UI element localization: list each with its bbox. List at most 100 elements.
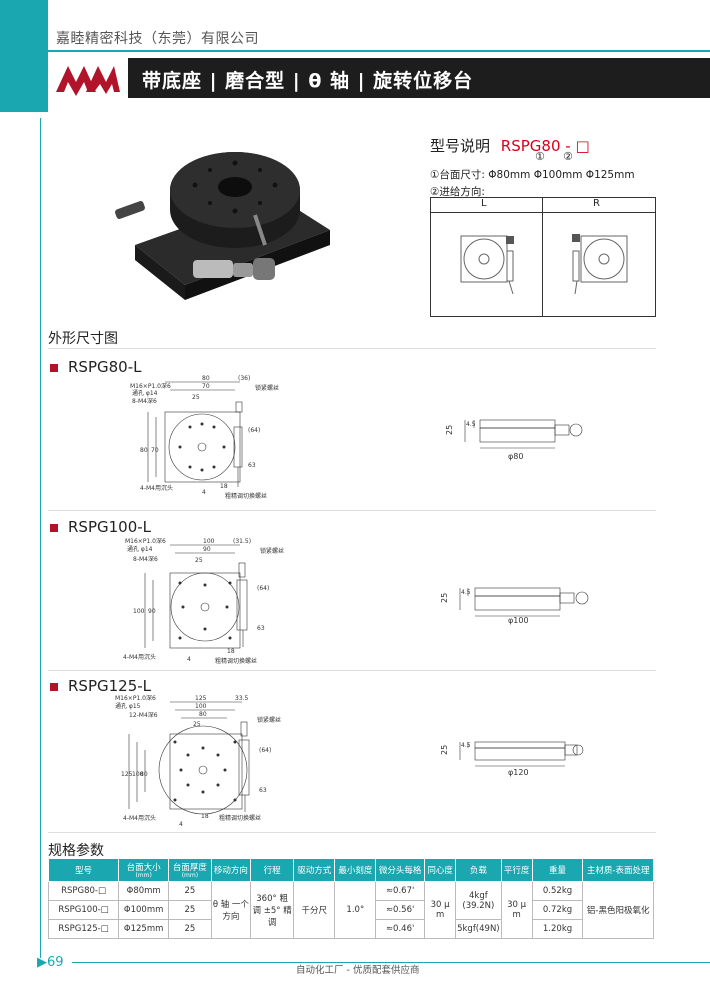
- title-bar: [128, 58, 710, 98]
- outline-section-title: 外形尺寸图: [48, 331, 118, 347]
- page-title: 带底座 | 磨合型 | θ 轴 | 旋转位移台: [142, 70, 474, 92]
- dim-s1: 18: [201, 813, 209, 820]
- direction-left-label: L: [481, 198, 487, 209]
- label-tap: 8-M4深6: [132, 397, 157, 405]
- section-divider: [48, 348, 656, 349]
- cell-load: 4kgf (39.2N): [455, 881, 502, 920]
- page-number: ▶69: [37, 955, 64, 970]
- dim-r2: 63: [259, 787, 267, 794]
- dim-r2: 63: [257, 625, 265, 632]
- dim-side-h: 25: [440, 745, 449, 755]
- col-header: 型号: [47, 858, 120, 882]
- dim-side-h2: 4.5: [461, 589, 471, 596]
- cell-material: 铝-黑色阳极氧化: [582, 881, 654, 939]
- dim-side-d: φ120: [508, 768, 529, 777]
- col-header: 台面厚度(mm): [168, 858, 212, 882]
- label-hole: 通孔 φ15: [115, 702, 141, 710]
- dim-s2: 4: [187, 656, 191, 663]
- brand-logo: [48, 56, 122, 100]
- cell-min-scale: 1.0°: [334, 881, 377, 939]
- spec-section-title: 规格参数: [48, 843, 104, 859]
- cell-size: Φ100mm: [118, 900, 170, 920]
- cell-model: RSPG100-□: [47, 900, 120, 920]
- drawing-title: RSPG100-L: [50, 518, 151, 536]
- table-size-line: ①台面尺寸: Φ80mm Φ100mm Φ125mm: [430, 169, 635, 181]
- dim-offset: 33.5: [235, 695, 249, 702]
- footer-divider: [72, 962, 710, 963]
- dim-pitch: 25: [193, 721, 201, 728]
- cell-micro: ≈0.46': [375, 919, 426, 939]
- col-header: 主材质-表面处理: [582, 858, 654, 882]
- dim-w2: 100: [195, 703, 207, 710]
- section-divider: [48, 510, 656, 511]
- drawing-title: RSPG125-L: [50, 677, 151, 695]
- col-header: 行程: [250, 858, 294, 882]
- table-header-row: 型号 台面大小(mm) 台面厚度(mm) 移动方向 行程 驱动方式 最小刻度 微…: [47, 858, 654, 882]
- product-photo: [105, 135, 335, 305]
- label-fine: 粗精调切换螺丝: [215, 657, 257, 665]
- dim-h2: 100: [132, 771, 144, 778]
- drawing-title: RSPG80-L: [50, 358, 141, 376]
- header-divider: [48, 50, 710, 52]
- dim-w3: 80: [199, 711, 207, 718]
- label-hole: 通孔 φ14: [132, 389, 158, 397]
- model-explanation: 型号说明 RSPG80 - □: [430, 135, 590, 156]
- direction-right-label: R: [593, 198, 600, 209]
- cell-weight: 1.20kg: [531, 919, 584, 939]
- cell-stroke: 360° 粗调 ±5° 精调: [250, 881, 294, 939]
- col-header: 驱动方式: [292, 858, 336, 882]
- drawing-rspg100-top: 100 90 (31.5) 25 M16×P1.0深6 通孔 φ14 8-M4深…: [123, 537, 284, 665]
- model-code: RSPG80 - □: [500, 137, 590, 155]
- label-thread: M16×P1.0深6: [130, 382, 171, 390]
- col-header: 微分头每格: [375, 858, 426, 882]
- dim-s2: 4: [202, 489, 206, 496]
- label-hole: 通孔 φ14: [127, 545, 153, 553]
- cell-size: Φ80mm: [118, 881, 170, 901]
- direction-left-diagram: [460, 235, 514, 295]
- dim-pitch: 25: [192, 394, 200, 401]
- col-header: 移动方向: [210, 858, 252, 882]
- model-marker-2: ②: [563, 150, 573, 163]
- drawing-model: RSPG100-L: [68, 518, 152, 536]
- cell-thick: 25: [168, 881, 212, 901]
- model-marker-1: ①: [535, 150, 545, 163]
- footer-text: 自动化工厂 - 优质配套供应商: [296, 965, 420, 976]
- dim-w2: 90: [203, 546, 211, 553]
- dim-side-d: φ100: [508, 616, 529, 625]
- dim-w1: 100: [203, 538, 215, 545]
- section-divider: [48, 670, 656, 671]
- dim-h1: 80: [140, 447, 148, 454]
- label-fine: 粗精调切换螺丝: [225, 492, 267, 500]
- spec-table-wrap: 型号 台面大小(mm) 台面厚度(mm) 移动方向 行程 驱动方式 最小刻度 微…: [47, 858, 654, 939]
- drawing-rspg100-side: 25 4.5 φ100: [440, 587, 589, 625]
- drawing-rspg125-top: 125 100 80 33.5 25 M16×P1.0深6 通孔 φ15 12-…: [115, 694, 281, 828]
- cell-model: RSPG80-□: [47, 881, 120, 901]
- drawing-model: RSPG125-L: [68, 677, 152, 695]
- bullet-square: [50, 682, 58, 691]
- dim-s1: 18: [227, 648, 235, 655]
- cell-direction: θ 轴 一个方向: [210, 881, 252, 939]
- cell-micro: ≈0.67': [375, 881, 426, 901]
- dim-h3: 80: [140, 771, 148, 778]
- cell-concentricity: 30 μ m: [424, 881, 457, 939]
- cell-thick: 25: [168, 919, 212, 939]
- cell-size: Φ125mm: [118, 919, 170, 939]
- label-tap-bottom: 4-M4用沉头: [140, 484, 173, 492]
- label-thread: M16×P1.0深6: [115, 694, 156, 702]
- direction-box: L R: [430, 197, 656, 317]
- header-accent-bar: [0, 0, 48, 112]
- spec-table: 型号 台面大小(mm) 台面厚度(mm) 移动方向 行程 驱动方式 最小刻度 微…: [47, 858, 654, 939]
- label-tap-bottom: 4-M4用沉头: [123, 814, 156, 822]
- cell-model: RSPG125-□: [47, 919, 120, 939]
- drawing-rspg125-side: 25 4.5 φ120: [440, 741, 584, 777]
- col-header: 最小刻度: [334, 858, 377, 882]
- col-header: 同心度: [424, 858, 457, 882]
- feed-direction-line: ②进给方向:: [430, 186, 485, 198]
- company-name: 嘉睦精密科技（东莞）有限公司: [56, 31, 259, 47]
- dim-h2: 90: [148, 608, 156, 615]
- label-lock: 锁紧螺丝: [260, 547, 284, 555]
- cell-thick: 25: [168, 900, 212, 920]
- drawing-rspg80-side: 25 4.5 φ80: [445, 419, 583, 461]
- dim-side-h: 25: [440, 593, 449, 603]
- dim-pitch: 25: [195, 557, 203, 564]
